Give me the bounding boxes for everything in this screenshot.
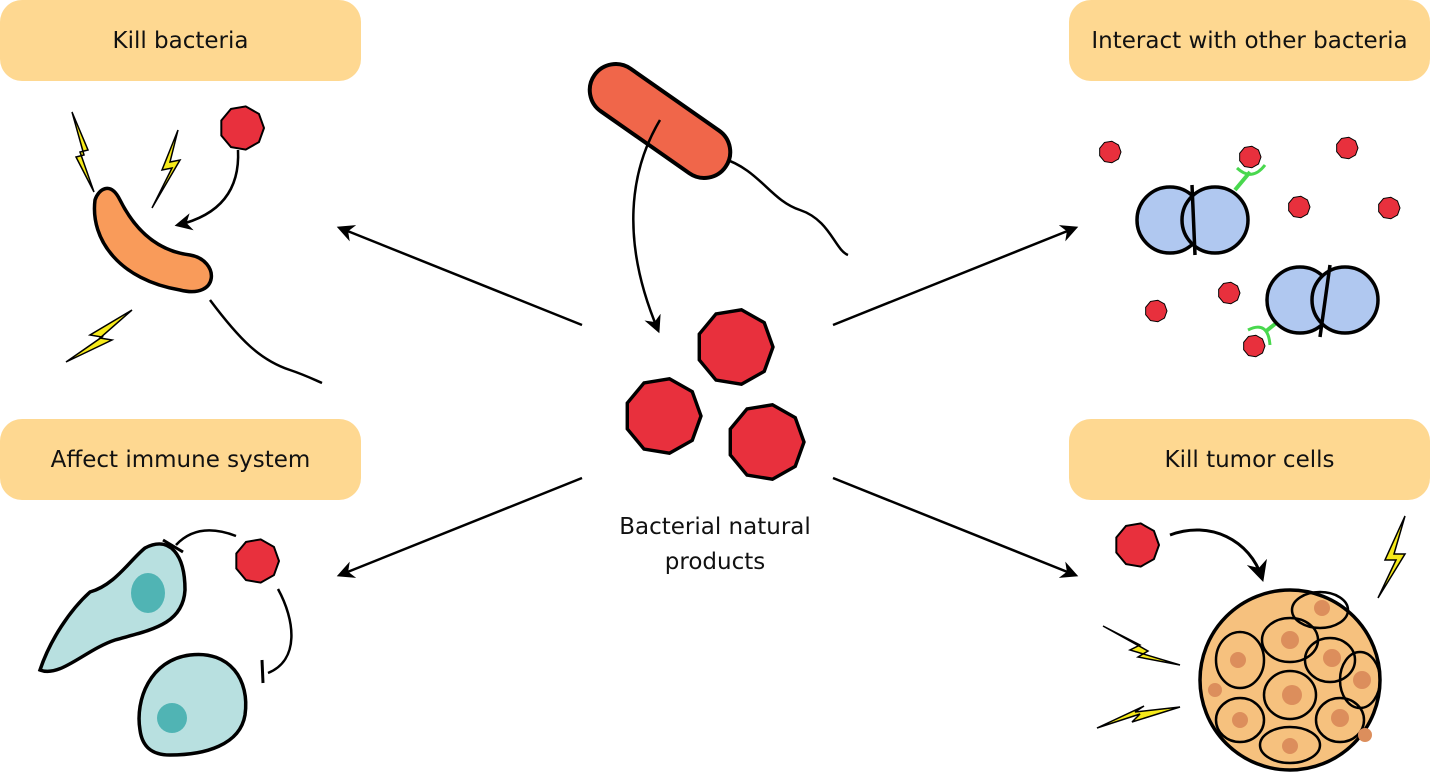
lightning-icon (1096, 705, 1181, 729)
diplococcus-receptor-icon (1135, 164, 1267, 256)
immune-cell-icon (137, 652, 248, 757)
product-molecules (625, 308, 806, 481)
target-bacterium-icon (92, 186, 214, 294)
pathway-arrows (336, 225, 1079, 578)
label-text: Kill bacteria (112, 27, 249, 54)
label-affect-immune: Affect immune system (0, 419, 361, 500)
label-text: Affect immune system (50, 446, 311, 473)
lightning-icon (1102, 625, 1181, 666)
label-text: Kill tumor cells (1164, 446, 1335, 473)
arrow-to-interact (832, 225, 1079, 327)
rod-bacterium-icon (587, 62, 849, 334)
octagon-molecule-icon (235, 538, 280, 584)
immune-cell-icon (37, 542, 187, 674)
octagon-molecule-icon (1115, 522, 1160, 568)
diplococcus-receptor-icon (1247, 264, 1380, 346)
inhibition-arrow-icon (175, 529, 237, 546)
caption-line-2: products (664, 549, 766, 575)
lightning-icon (71, 111, 95, 193)
octagon-molecule-icon (625, 377, 703, 455)
arrow-to-kill-bacteria (336, 225, 583, 327)
lightning-icon (65, 309, 133, 363)
arrow-to-immune (336, 476, 583, 578)
lightning-icon (151, 129, 182, 209)
lightning-icon (1377, 515, 1407, 599)
octagon-molecule-icon (728, 403, 806, 481)
caption-line-1: Bacterial natural (619, 514, 811, 540)
inhibition-arrow-icon (267, 588, 293, 675)
octagon-molecule-icon (697, 308, 775, 386)
label-text: Interact with other bacteria (1091, 27, 1408, 54)
label-kill-bacteria: Kill bacteria (0, 0, 361, 81)
center-caption: Bacterial natural products (570, 510, 860, 580)
label-kill-tumor: Kill tumor cells (1069, 419, 1430, 500)
interact-illustration (1099, 136, 1401, 358)
octagon-molecule-icon (220, 105, 265, 151)
tumor-illustration (1096, 515, 1407, 772)
tumor-cluster-icon (1198, 588, 1382, 772)
immune-illustration (37, 529, 293, 757)
arrow-to-tumor (832, 476, 1079, 578)
label-interact-bacteria: Interact with other bacteria (1069, 0, 1430, 81)
kill-bacteria-illustration (65, 105, 323, 385)
